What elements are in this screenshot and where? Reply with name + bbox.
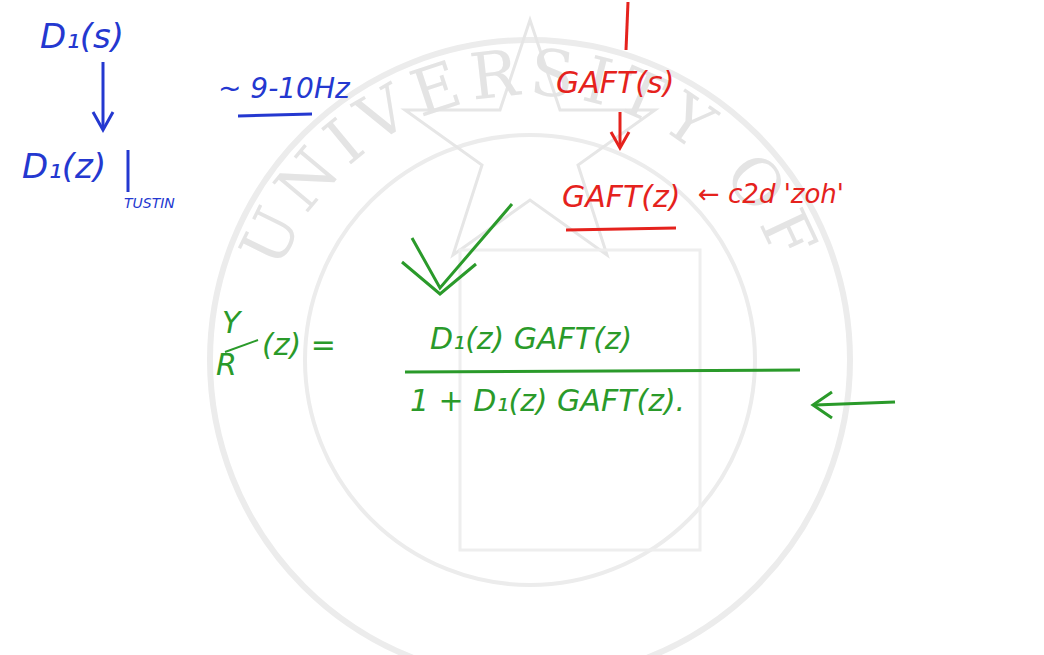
underline [238,114,312,116]
transfer-function: GAFT(s) [556,66,674,99]
command-note: ← c2d 'zoh' [698,180,844,209]
transfer-function: D₁(s) [40,18,124,55]
flow-arrow [102,62,105,128]
symbol: R [216,348,237,381]
eval-bar [127,150,130,192]
arrow-head [93,112,113,130]
flow-arrow [619,112,622,146]
underline [566,228,676,230]
symbol: Y [222,306,240,339]
pointer-arrow [815,402,895,405]
arrow-head [611,132,629,148]
flow-line [626,2,628,50]
numerator: D₁(z) GAFT(z) [430,322,632,355]
arrow-head [402,262,476,294]
arrow-head [813,392,832,418]
transfer-function: GAFT(z) [562,180,681,213]
method-label: TUSTIN [124,196,175,211]
watermark-text: UNIVERSITY OF [226,35,835,277]
fraction-bar [405,370,800,372]
transfer-function: D₁(z) [22,148,106,185]
frequency-note: ~ 9-10Hz [218,74,350,105]
symbol: (z) = [262,328,336,361]
seal-ring [305,135,755,585]
denominator: 1 + D₁(z) GAFT(z). [410,384,685,417]
